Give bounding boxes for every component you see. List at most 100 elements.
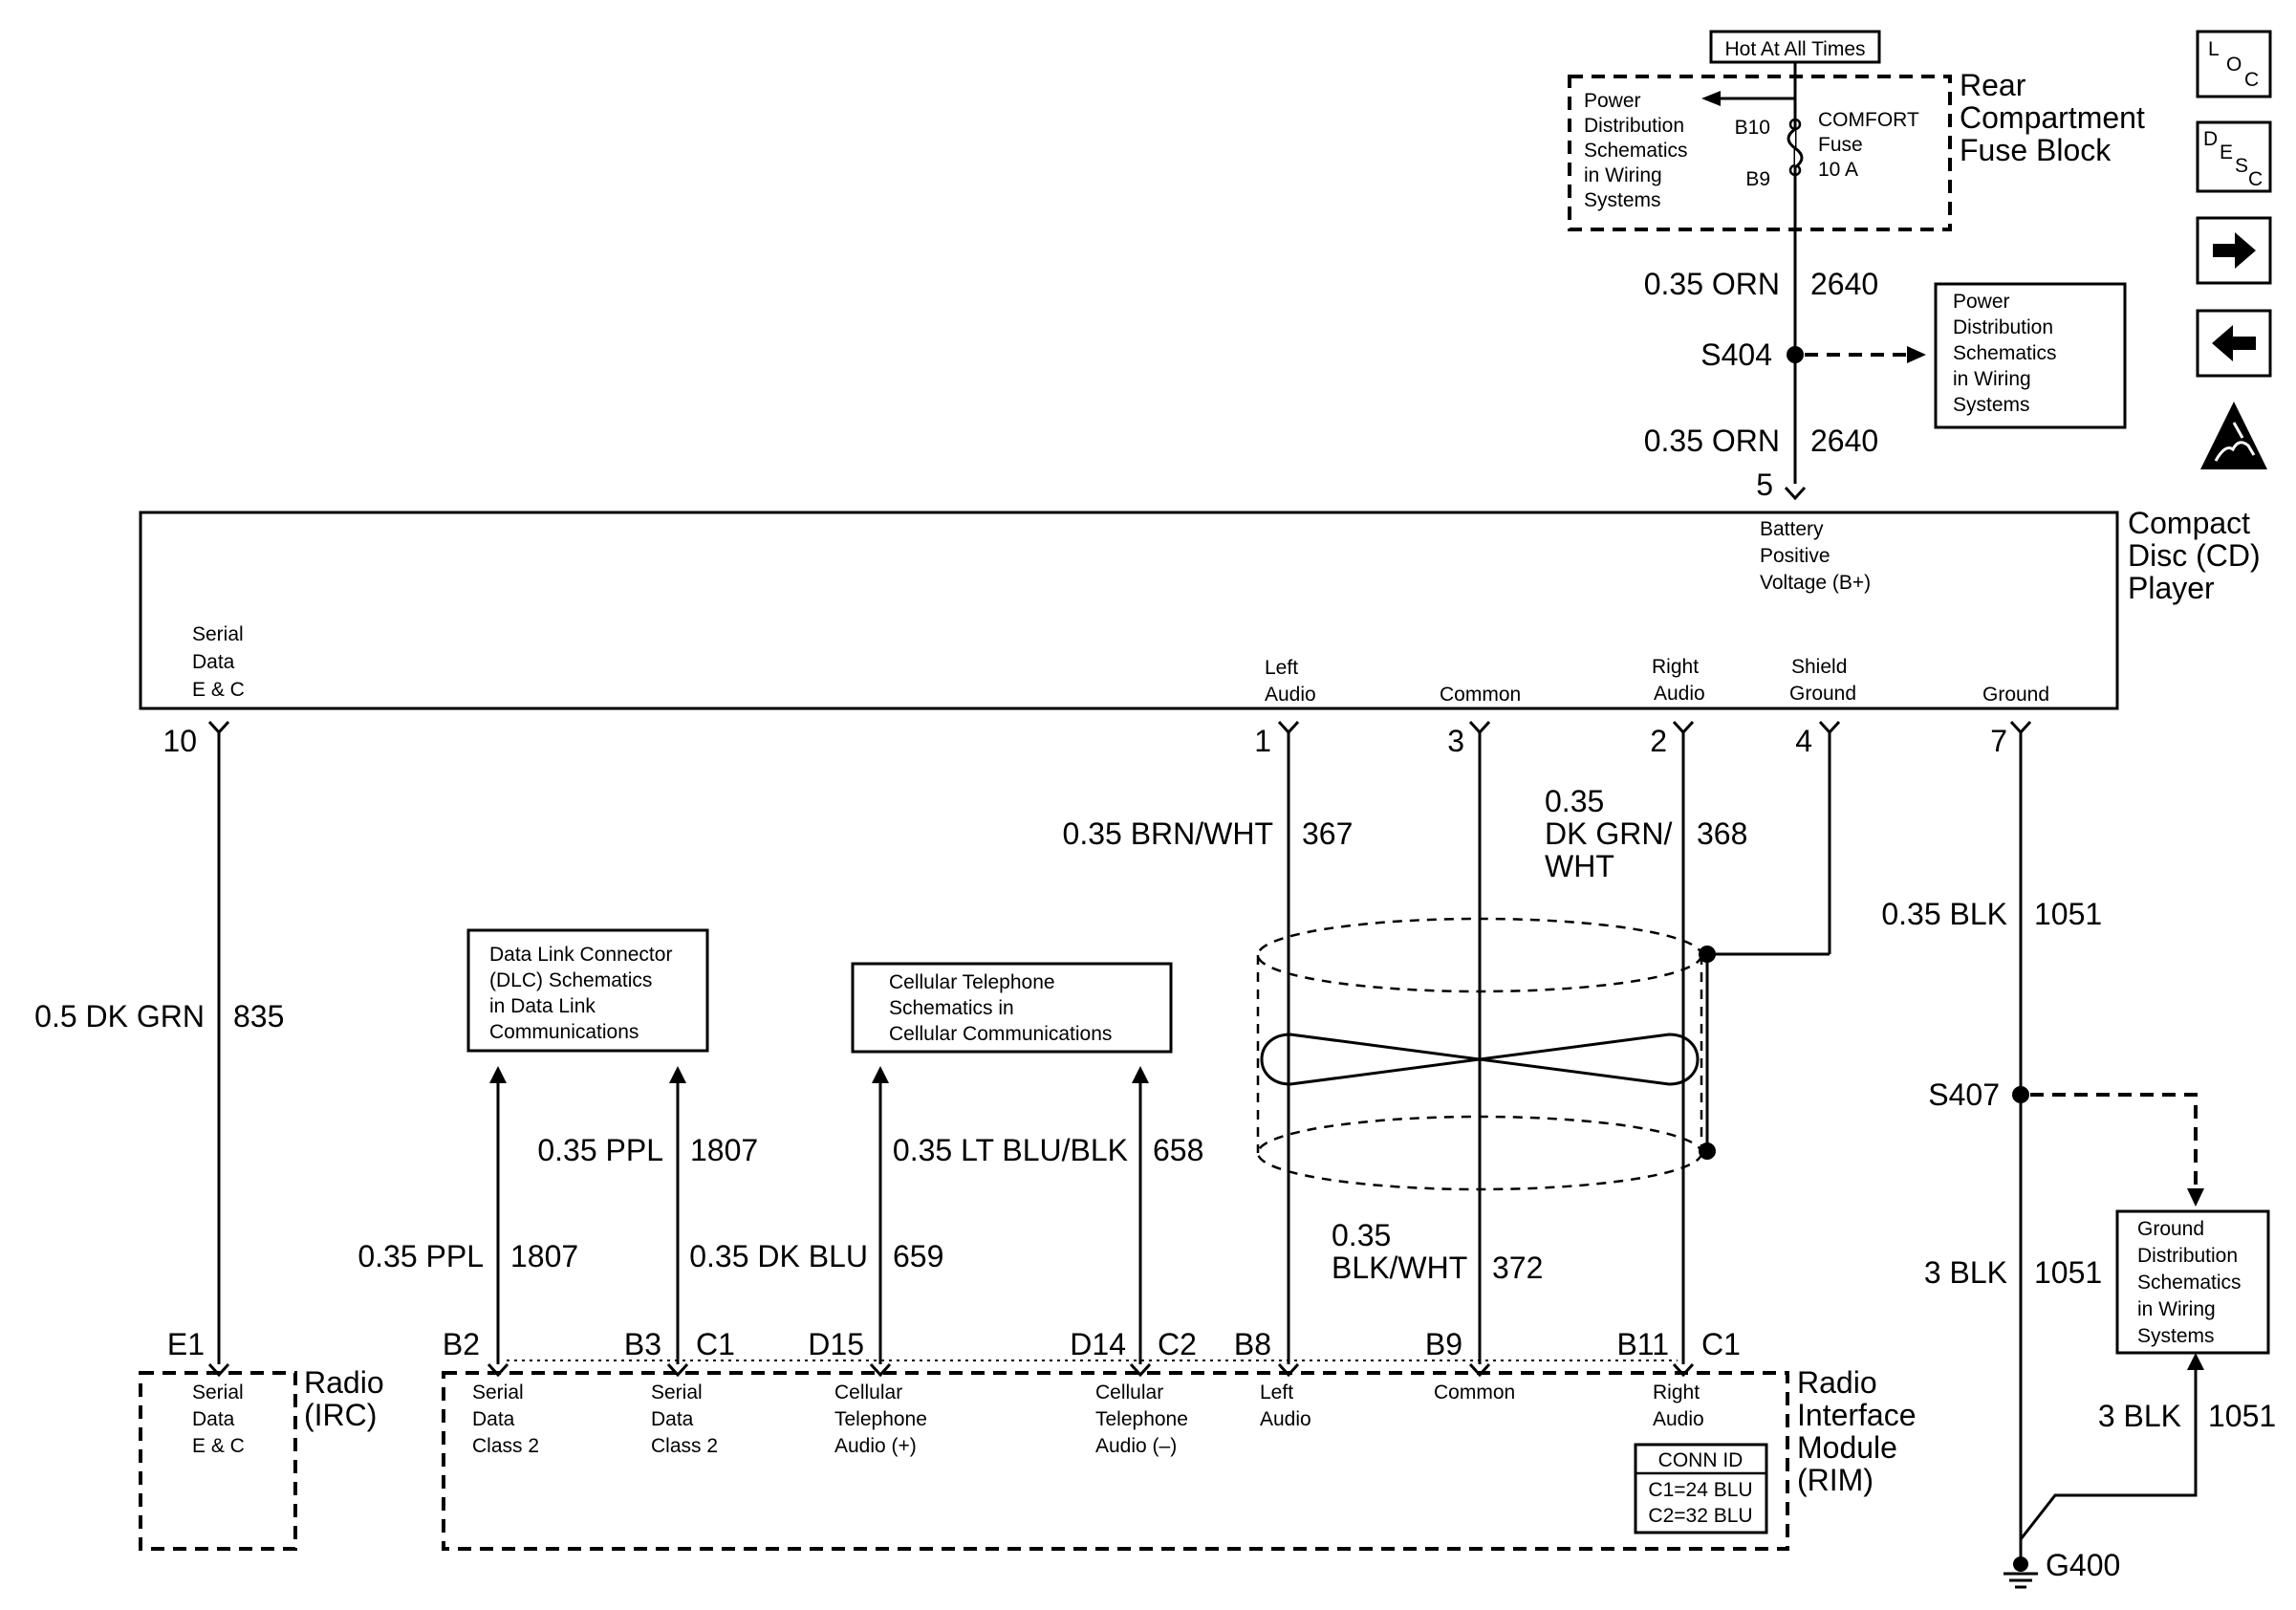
- svg-text:Audio (–): Audio (–): [1095, 1435, 1177, 1457]
- hot-at-all-times-box: Hot At All Times: [1709, 30, 1881, 64]
- svg-text:Right: Right: [1653, 1382, 1700, 1403]
- svg-text:Cellular Telephone: Cellular Telephone: [889, 971, 1055, 993]
- svg-text:368: 368: [1697, 816, 1747, 851]
- wire-372-label: 0.35 BLK/WHT 372: [1332, 1218, 1543, 1285]
- svg-text:C1: C1: [696, 1327, 735, 1361]
- svg-text:Radio: Radio: [304, 1365, 384, 1400]
- dlc-ref-box: Data Link Connector (DLC) Schematics in …: [466, 928, 709, 1053]
- svg-text:Serial: Serial: [472, 1382, 524, 1403]
- esd-warning-icon[interactable]: [2200, 402, 2267, 469]
- svg-text:Shield: Shield: [1791, 656, 1847, 678]
- svg-text:0.5 DK GRN: 0.5 DK GRN: [34, 999, 205, 1033]
- svg-text:Audio: Audio: [1260, 1408, 1311, 1430]
- svg-text:5: 5: [1756, 468, 1773, 502]
- radio-interface-module: Radio Interface Module (RIM) B2 B3 C1 D1…: [442, 1327, 1917, 1551]
- svg-text:Voltage (B+): Voltage (B+): [1760, 572, 1871, 594]
- cd-pin-7: 7: [1990, 720, 2032, 758]
- svg-text:Compact: Compact: [2128, 506, 2250, 540]
- svg-text:Systems: Systems: [1953, 394, 2030, 416]
- svg-text:Serial: Serial: [192, 1382, 244, 1403]
- svg-text:Data: Data: [472, 1408, 515, 1430]
- svg-text:Compartment: Compartment: [1960, 100, 2145, 135]
- cd-pin-3: 3: [1447, 720, 1491, 758]
- svg-text:D14: D14: [1070, 1327, 1126, 1361]
- svg-text:Interface: Interface: [1797, 1398, 1917, 1432]
- svg-text:Schematics: Schematics: [1953, 342, 2057, 364]
- svg-text:0.35 PPL: 0.35 PPL: [537, 1133, 663, 1167]
- svg-text:Schematics in: Schematics in: [889, 997, 1014, 1019]
- svg-text:E & C: E & C: [192, 679, 245, 701]
- svg-text:D: D: [2203, 128, 2218, 150]
- arrow-left-icon: [1701, 91, 1721, 106]
- wire-367-label: 0.35 BRN/WHT 367: [1063, 816, 1354, 851]
- wire-835-label: 0.5 DK GRN 835: [34, 999, 284, 1033]
- svg-text:L: L: [2208, 38, 2220, 60]
- arrow-down-icon: [2187, 1188, 2204, 1207]
- power-distribution-ref-box: Power Distribution Schematics in Wiring …: [1934, 282, 2127, 429]
- svg-text:Cellular: Cellular: [834, 1382, 902, 1403]
- svg-text:0.35 DK BLU: 0.35 DK BLU: [689, 1239, 868, 1273]
- svg-text:Audio: Audio: [1653, 1408, 1704, 1430]
- wire-1051-top-label: 0.35 BLK 1051: [1881, 897, 2102, 931]
- svg-text:Disc (CD): Disc (CD): [2128, 538, 2261, 573]
- svg-text:in Wiring: in Wiring: [2137, 1298, 2216, 1320]
- svg-text:S404: S404: [1700, 337, 1772, 372]
- svg-text:Battery: Battery: [1760, 518, 1824, 540]
- svg-text:1807: 1807: [690, 1133, 758, 1167]
- svg-text:C2: C2: [1158, 1327, 1197, 1361]
- svg-text:Ground: Ground: [1789, 683, 1856, 705]
- svg-text:Communications: Communications: [489, 1021, 639, 1043]
- svg-text:S: S: [2235, 155, 2248, 177]
- svg-text:1: 1: [1254, 724, 1271, 758]
- svg-text:Common: Common: [1434, 1382, 1515, 1403]
- conn-id-box: CONN ID C1=24 BLU C2=32 BLU: [1634, 1443, 1768, 1534]
- svg-text:Telephone: Telephone: [834, 1408, 927, 1430]
- svg-text:C2=32 BLU: C2=32 BLU: [1648, 1505, 1752, 1527]
- svg-text:Module: Module: [1797, 1430, 1897, 1465]
- rear-compartment-fuse-block: Power Distribution Schematics in Wiring …: [1568, 68, 2145, 231]
- svg-text:Systems: Systems: [1584, 189, 1661, 211]
- svg-text:Cellular: Cellular: [1095, 1382, 1163, 1403]
- cellular-ref-box: Cellular Telephone Schematics in Cellula…: [851, 962, 1173, 1054]
- svg-text:Hot At All Times: Hot At All Times: [1724, 38, 1865, 60]
- svg-text:Data: Data: [192, 1408, 235, 1430]
- svg-text:B9: B9: [1745, 168, 1770, 190]
- svg-text:B2: B2: [443, 1327, 480, 1361]
- wire-1051-mid-label: 3 BLK 1051: [1924, 1255, 2102, 1290]
- svg-text:659: 659: [893, 1239, 943, 1273]
- desc-icon[interactable]: D E S C: [2196, 120, 2272, 193]
- arrow-left-icon[interactable]: [2196, 309, 2272, 378]
- svg-text:CONN ID: CONN ID: [1658, 1449, 1744, 1471]
- svg-text:2: 2: [1650, 724, 1667, 758]
- svg-text:1807: 1807: [510, 1239, 578, 1273]
- svg-text:B9: B9: [1425, 1327, 1462, 1361]
- svg-text:7: 7: [1990, 724, 2007, 758]
- svg-text:372: 372: [1492, 1251, 1543, 1285]
- svg-text:C1: C1: [1701, 1327, 1741, 1361]
- svg-text:Data Link Connector: Data Link Connector: [489, 944, 672, 966]
- svg-text:Power: Power: [1584, 90, 1641, 112]
- svg-text:Audio: Audio: [1265, 684, 1316, 706]
- cd-pin-1: 1: [1254, 720, 1300, 758]
- svg-text:835: 835: [233, 999, 284, 1033]
- svg-text:Player: Player: [2128, 571, 2215, 605]
- cd-pin-10: 10: [162, 720, 230, 758]
- svg-text:Radio: Radio: [1797, 1365, 1877, 1400]
- wire-368-label: 0.35 DK GRN/ WHT 368: [1545, 784, 1747, 883]
- svg-text:3 BLK: 3 BLK: [1924, 1255, 2007, 1290]
- splice-s407: S407: [1928, 1077, 2204, 1207]
- svg-text:S407: S407: [1928, 1077, 2000, 1112]
- arrow-right-icon[interactable]: [2196, 216, 2272, 285]
- wire-1051-right: 3 BLK 1051: [2019, 1353, 2276, 1540]
- svg-text:Serial: Serial: [651, 1382, 703, 1403]
- svg-text:Positive: Positive: [1760, 545, 1830, 567]
- svg-text:0.35 LT BLU/BLK: 0.35 LT BLU/BLK: [893, 1133, 1128, 1167]
- loc-icon[interactable]: L O C: [2196, 30, 2272, 98]
- svg-text:in Wiring: in Wiring: [1584, 164, 1662, 186]
- wire-659-d15: 0.35 DK BLU 659: [689, 1066, 943, 1364]
- svg-text:0.35 ORN: 0.35 ORN: [1644, 424, 1780, 458]
- svg-text:1051: 1051: [2208, 1399, 2276, 1433]
- svg-text:O: O: [2226, 54, 2242, 76]
- svg-text:Left: Left: [1265, 657, 1298, 679]
